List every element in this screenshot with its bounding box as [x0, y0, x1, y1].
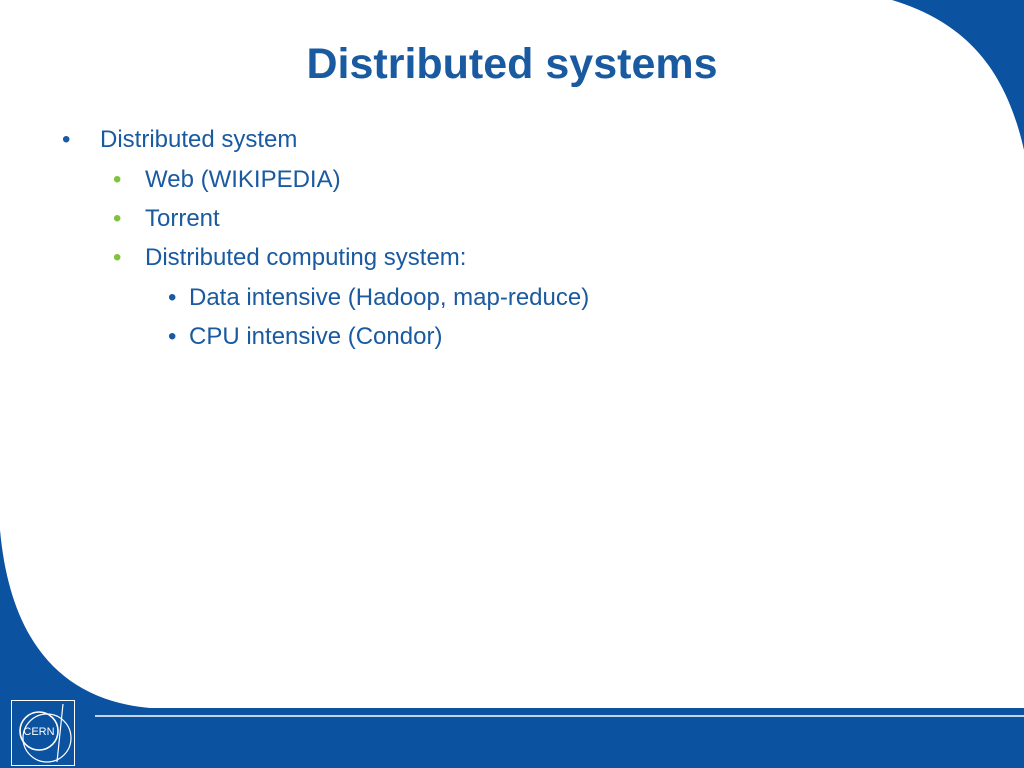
cern-logo-text: CERN	[23, 726, 54, 738]
bullet-marker: •	[113, 205, 122, 232]
bullet-item: • Torrent	[113, 201, 220, 237]
slide-title: Distributed systems	[306, 40, 718, 88]
bullet-marker: •	[62, 126, 71, 153]
bullet-text: CPU intensive (Condor)	[189, 323, 443, 350]
cern-logo-icon: CERN	[11, 700, 75, 766]
bullet-item: • Data intensive (Hadoop, map-reduce)	[168, 280, 589, 316]
bullet-marker: •	[113, 166, 122, 193]
bullet-text: Data intensive (Hadoop, map-reduce)	[189, 284, 590, 311]
bullet-marker: •	[168, 284, 177, 311]
bullet-item: • Distributed system	[62, 122, 297, 158]
bullet-text: Web (WIKIPEDIA)	[145, 166, 341, 193]
bullet-text: Distributed system	[100, 126, 298, 153]
bullet-marker: •	[168, 323, 177, 350]
bullet-item: • CPU intensive (Condor)	[168, 319, 442, 355]
bullet-item: • Distributed computing system:	[113, 240, 466, 276]
bullet-marker: •	[113, 244, 122, 271]
bullet-item: • Web (WIKIPEDIA)	[113, 162, 341, 198]
bullet-text: Torrent	[145, 205, 220, 232]
bullet-text: Distributed computing system:	[145, 244, 467, 271]
